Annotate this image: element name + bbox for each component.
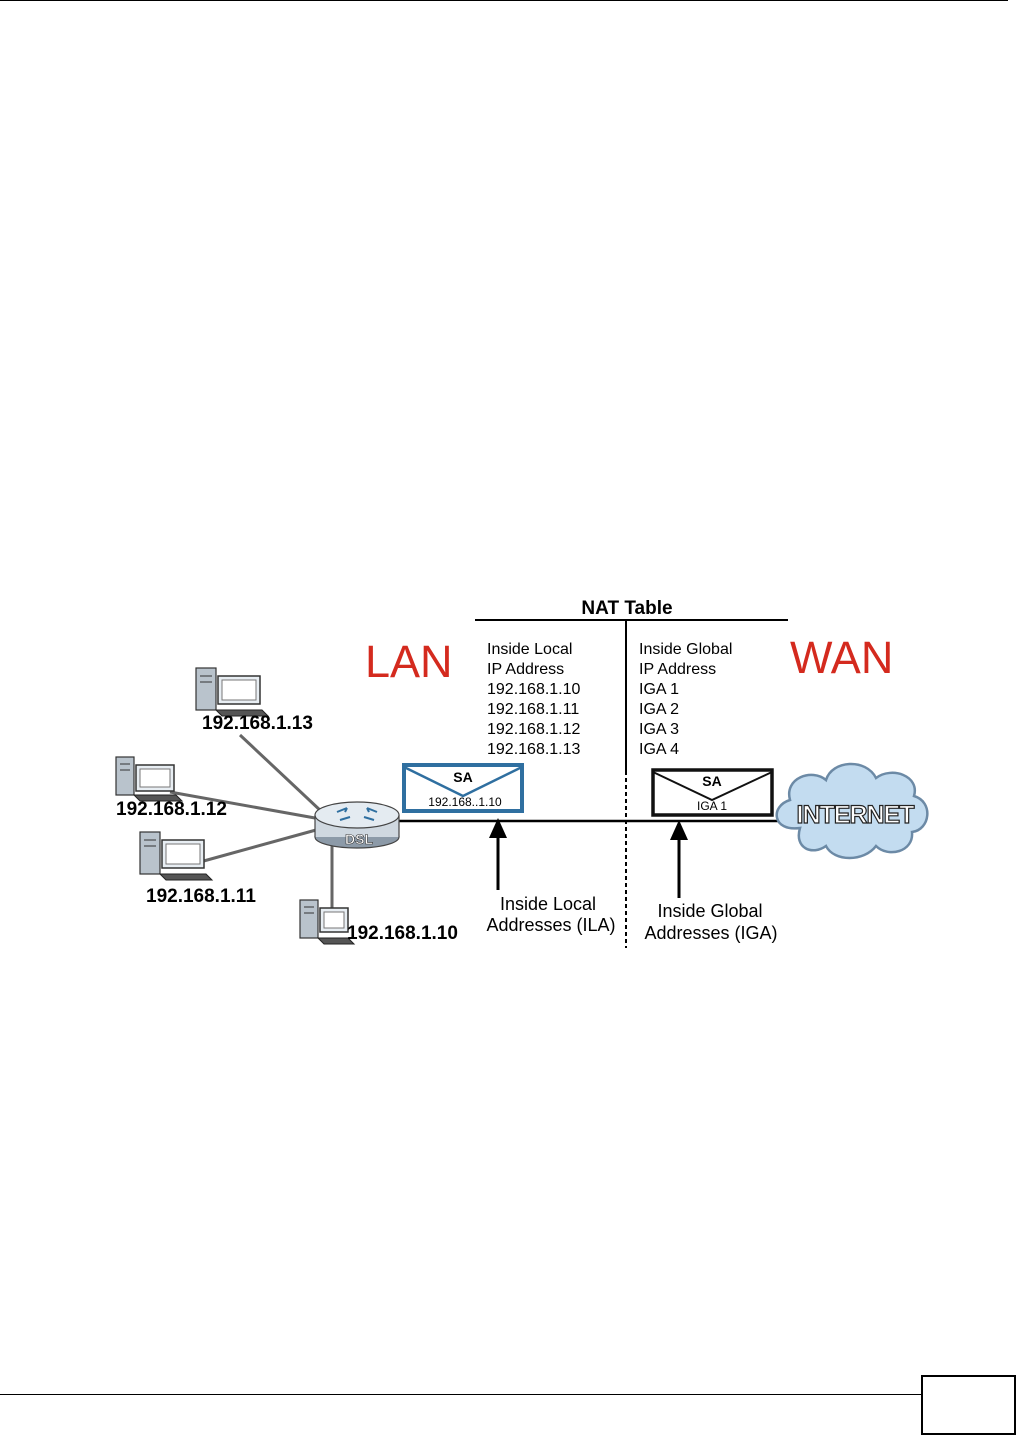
internet-label: INTERNET [797, 801, 915, 829]
cable-host-11 [200, 830, 316, 862]
computer-icon [116, 757, 182, 801]
ila-label-line-1: Inside Local [500, 894, 596, 914]
computer-icon [300, 900, 354, 944]
host-ip-label: 192.168.1.10 [347, 923, 458, 944]
nat-table-title: NAT Table [581, 598, 672, 619]
wan-packet-tag: SA [702, 773, 721, 789]
footer-rule [0, 1394, 922, 1395]
host-ip-label: 192.168.1.13 [202, 713, 313, 734]
nat-row-global: IGA 4 [639, 741, 679, 758]
nat-row-local: 192.168.1.13 [487, 741, 581, 758]
inside-local-header-2: IP Address [487, 661, 564, 678]
cable-host-13 [240, 735, 322, 812]
iga-label-line-1: Inside Global [657, 901, 762, 921]
iga-label-line-2: Addresses (IGA) [644, 923, 777, 943]
ila-arrow [489, 818, 507, 890]
router-label: DSL [345, 831, 373, 847]
lan-packet-tag: SA [453, 769, 472, 785]
nat-row-local: 192.168.1.12 [487, 721, 581, 738]
nat-row-global: IGA 1 [639, 681, 679, 698]
lan-packet-address: 192.168..1.10 [428, 795, 502, 809]
page-number-box [921, 1375, 1016, 1435]
nat-row-local: 192.168.1.10 [487, 681, 581, 698]
nat-row-global: IGA 3 [639, 721, 679, 738]
lan-label: LAN [365, 636, 453, 687]
wan-label: WAN [790, 632, 893, 683]
inside-local-header-1: Inside Local [487, 641, 572, 658]
computer-icon [196, 668, 268, 716]
iga-arrow [670, 820, 688, 898]
computer-icon [140, 832, 212, 880]
host-ip-label: 192.168.1.12 [116, 799, 227, 820]
wan-packet-address: IGA 1 [697, 799, 727, 813]
host-ip-label: 192.168.1.11 [146, 886, 256, 907]
nat-row-local: 192.168.1.11 [487, 701, 579, 718]
inside-global-header-2: IP Address [639, 661, 716, 678]
inside-global-header-1: Inside Global [639, 641, 732, 658]
nat-row-global: IGA 2 [639, 701, 679, 718]
ila-label-line-2: Addresses (ILA) [486, 915, 615, 935]
